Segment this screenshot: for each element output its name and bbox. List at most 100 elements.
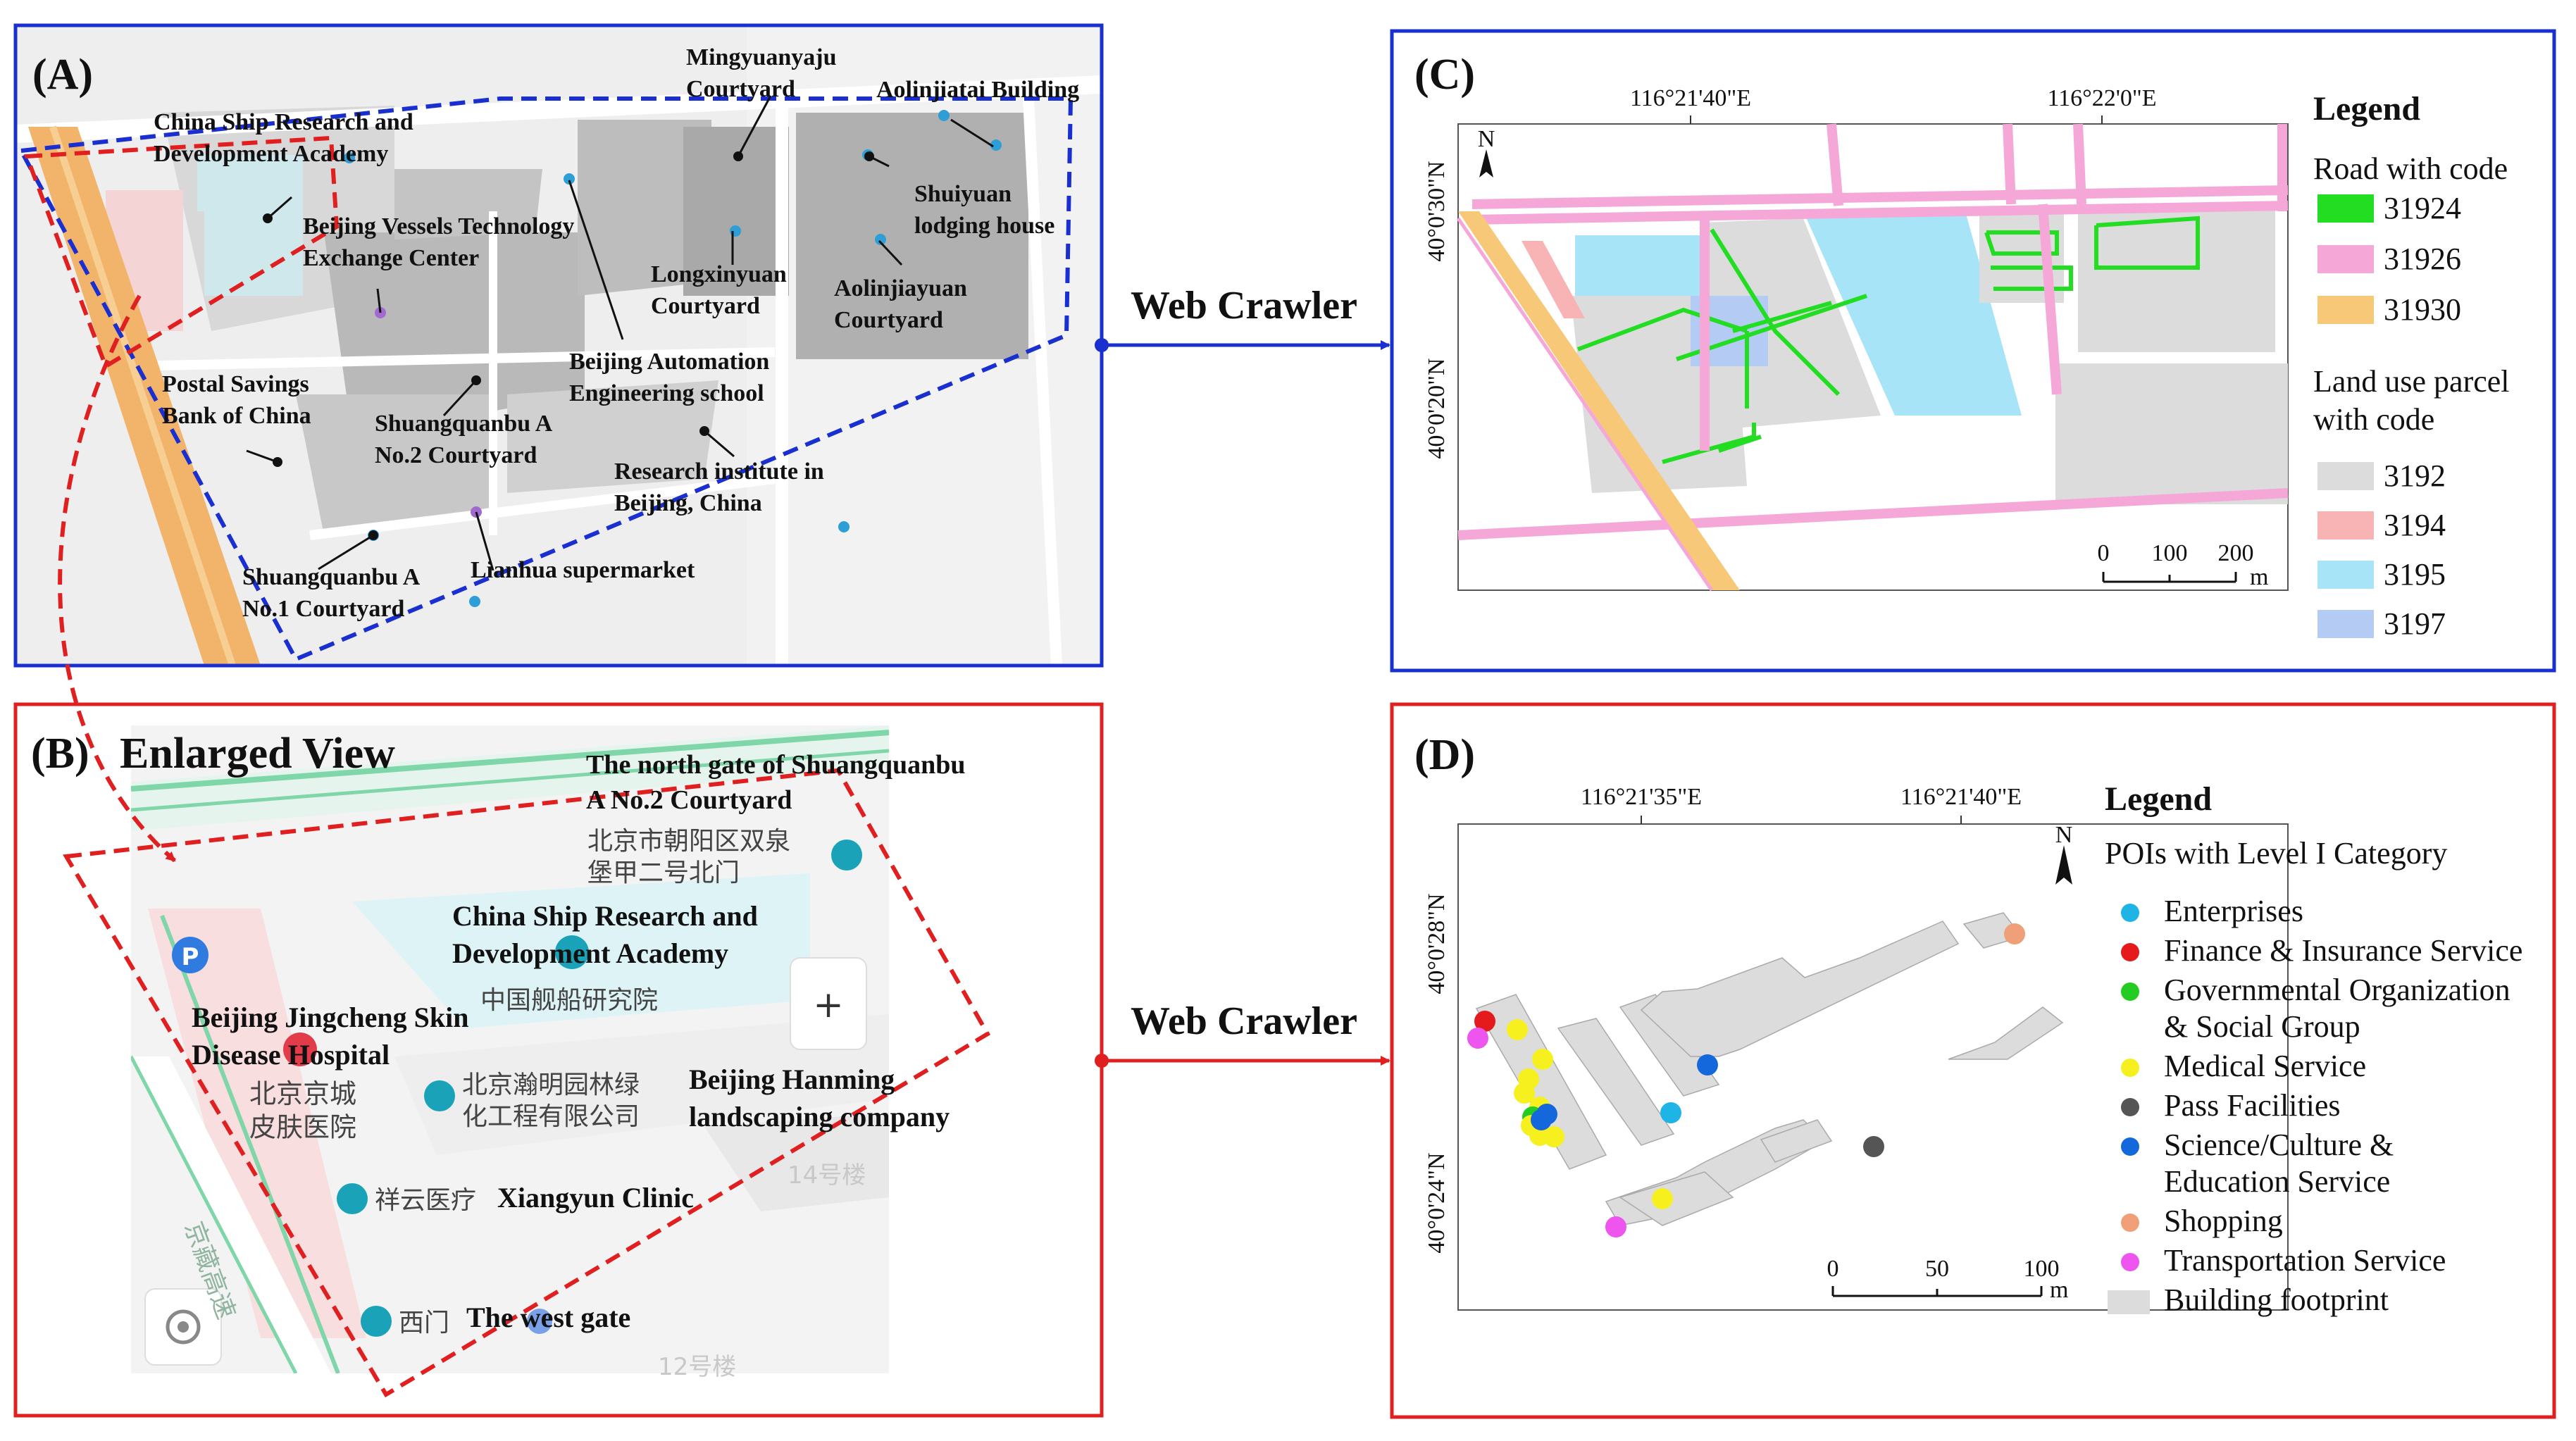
d-building-footprints bbox=[1475, 912, 2064, 1226]
company-marker-icon bbox=[424, 1080, 455, 1111]
parking-icon bbox=[172, 937, 209, 973]
zoom-in-button[interactable] bbox=[790, 957, 867, 1050]
b-label-west-gate: The west gate bbox=[466, 1302, 630, 1333]
c-scale-tick-2: 200 bbox=[2218, 540, 2254, 566]
panel-b: + P (B) Enlarged View bbox=[13, 294, 1104, 1418]
d-poi-layer bbox=[1467, 923, 2025, 1237]
d-legend-footprint-swatch bbox=[2108, 1290, 2150, 1314]
b-label-skin-hospital-zh: 北京京城皮肤医院 bbox=[249, 1078, 356, 1143]
c-lon-tick-2: 116°22'0"E bbox=[2047, 85, 2156, 111]
c-legend-parcel-heading-2: with code bbox=[2313, 402, 2434, 437]
d-poi-point bbox=[1532, 1049, 1553, 1070]
d-legend-item-label: Science/Culture & bbox=[2164, 1128, 2394, 1162]
c-legend-parcel-swatch bbox=[2317, 610, 2374, 638]
d-poi-point bbox=[1660, 1102, 1681, 1123]
d-legend-item-label: Governmental Organization bbox=[2164, 973, 2510, 1007]
c-legend-parcel-swatch bbox=[2317, 511, 2374, 539]
d-legend: Legend POIs with Level I Category Enterp… bbox=[2105, 780, 2522, 1317]
c-legend-road-code: 31926 bbox=[2384, 242, 2461, 276]
d-legend-item-label-2: & Social Group bbox=[2164, 1009, 2360, 1044]
c-lon-tick-1: 116°21'40"E bbox=[1630, 85, 1751, 111]
b-label-west-gate-zh: 西门 bbox=[399, 1309, 449, 1337]
zoom-in-icon[interactable]: + bbox=[813, 984, 844, 1026]
c-legend-parcel-heading-1: Land use parcel bbox=[2313, 364, 2510, 399]
c-lat-tick-2: 40°0'20"N bbox=[1424, 358, 1450, 458]
north-gate-marker-icon bbox=[831, 840, 862, 871]
d-lat-tick-2: 40°0'24"N bbox=[1424, 1152, 1450, 1253]
academy-marker-icon bbox=[555, 935, 589, 969]
a-label-lianhua: Lianhua supermarket bbox=[471, 557, 695, 583]
c-legend-road-swatch bbox=[2317, 296, 2374, 324]
c-legend-road-code: 31930 bbox=[2384, 292, 2461, 327]
zoom-link-arrow bbox=[58, 294, 176, 863]
d-scale-tick-1: 50 bbox=[1925, 1256, 1949, 1282]
panel-b-title: Enlarged View bbox=[120, 730, 395, 778]
c-legend-parcel-swatch bbox=[2317, 462, 2374, 490]
b-label-china-ship-zh: 中国舰船研究院 bbox=[480, 986, 658, 1015]
d-poi-point bbox=[1863, 1136, 1884, 1157]
panel-c-map bbox=[1456, 123, 2289, 592]
c-legend-parcel-code: 3195 bbox=[2384, 557, 2446, 592]
d-legend-item-label-2: Education Service bbox=[2164, 1164, 2390, 1199]
c-scale-tick-0: 0 bbox=[2098, 540, 2110, 566]
d-scale-tick-0: 0 bbox=[1827, 1256, 1839, 1282]
c-legend-title: Legend bbox=[2313, 90, 2420, 127]
d-lon-tick-2: 116°21'40"E bbox=[1900, 784, 2022, 810]
d-poi-point bbox=[1605, 1216, 1626, 1237]
panel-a-leaders bbox=[246, 95, 994, 571]
clinic-marker-icon bbox=[337, 1183, 368, 1214]
d-legend-item-label: Shopping bbox=[2164, 1204, 2283, 1238]
locate-icon[interactable] bbox=[166, 1309, 201, 1345]
c-legend-parcel-code: 3194 bbox=[2384, 508, 2446, 542]
d-legend-item-label: Enterprises bbox=[2164, 894, 2303, 928]
svg-text:P: P bbox=[182, 943, 199, 971]
d-poi-point bbox=[1697, 1054, 1718, 1075]
d-lon-tick-1: 116°21'35"E bbox=[1581, 784, 1702, 810]
d-scale-unit: m bbox=[2050, 1277, 2068, 1303]
d-poi-point bbox=[1531, 1109, 1552, 1130]
web-crawler-arrow-top: Web Crawler bbox=[1095, 284, 1390, 352]
c-legend-road-swatch bbox=[2317, 194, 2374, 223]
panel-a: (A) bbox=[13, 23, 1104, 668]
d-legend-poi-swatch bbox=[2121, 1137, 2139, 1156]
d-legend-poi-swatch bbox=[2121, 1214, 2139, 1232]
d-poi-point bbox=[1474, 1011, 1495, 1032]
panel-a-tag: (A) bbox=[32, 51, 93, 99]
b-label-north-gate-zh: 北京市朝阳区双泉堡甲二号北门 bbox=[587, 827, 790, 887]
d-legend-poi-swatch bbox=[2121, 943, 2139, 961]
panel-d-tag: (D) bbox=[1414, 731, 1475, 779]
c-legend-road-heading: Road with code bbox=[2313, 151, 2508, 186]
c-north-arrow-icon bbox=[1479, 149, 1493, 177]
c-lat-tick-1: 40°0'30"N bbox=[1424, 161, 1450, 261]
d-legend-poi-swatch bbox=[2121, 982, 2139, 1001]
panel-c-tag: (C) bbox=[1414, 51, 1475, 99]
panel-a-basemap bbox=[15, 25, 1102, 666]
c-scale-bar: 0 100 200 m bbox=[2098, 540, 2269, 590]
d-scale-tick-2: 100 bbox=[2024, 1256, 2060, 1282]
web-crawler-label-bottom: Web Crawler bbox=[1131, 999, 1357, 1043]
c-legend-parcel-swatch bbox=[2317, 561, 2374, 589]
d-legend-poi-swatch bbox=[2121, 904, 2139, 922]
hospital-marker-icon bbox=[283, 1033, 317, 1066]
b-label-building-12: 12号楼 bbox=[658, 1353, 736, 1381]
d-legend-item-label: Pass Facilities bbox=[2164, 1088, 2341, 1123]
c-north-label: N bbox=[1478, 126, 1495, 152]
d-scale-bar: 0 50 100 m bbox=[1827, 1256, 2069, 1303]
d-legend-heading: POIs with Level I Category bbox=[2105, 836, 2447, 871]
d-poi-point bbox=[1467, 1028, 1488, 1049]
